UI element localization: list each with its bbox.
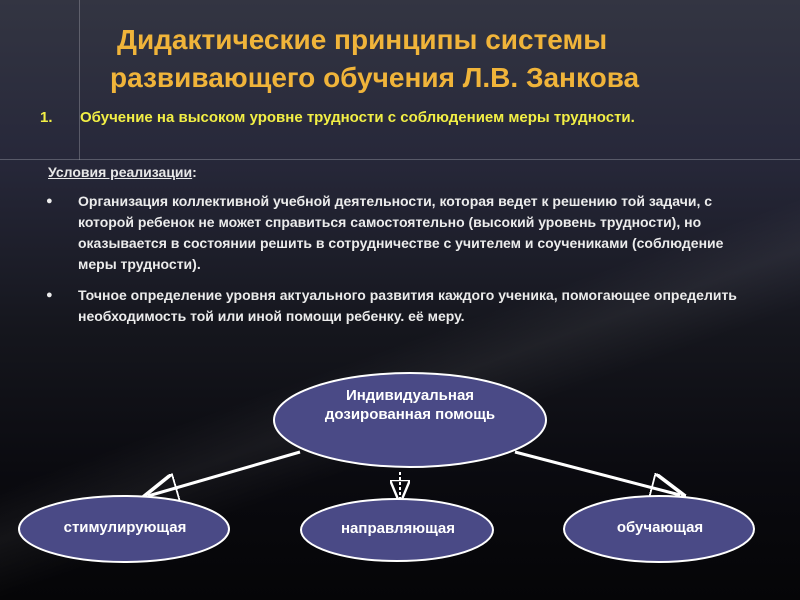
arrow-left bbox=[148, 450, 301, 496]
vertical-divider bbox=[79, 0, 80, 160]
title-line-1: Дидактические принципы системы bbox=[117, 24, 608, 55]
list-item: ● Организация коллективной учебной деяте… bbox=[44, 191, 764, 275]
conditions-colon: : bbox=[192, 164, 197, 180]
middle-oval bbox=[300, 498, 494, 562]
bullet-text: Организация коллективной учебной деятель… bbox=[78, 193, 724, 272]
principle-number: 1. bbox=[40, 109, 53, 126]
arrow-right bbox=[514, 450, 680, 495]
center-oval bbox=[273, 372, 547, 468]
bullet-icon: ● bbox=[46, 195, 53, 207]
bullet-icon: ● bbox=[46, 289, 53, 301]
horizontal-divider bbox=[0, 159, 800, 160]
bullet-list: ● Организация коллективной учебной деяте… bbox=[44, 191, 764, 337]
right-oval bbox=[563, 495, 755, 563]
right-oval-label: обучающая bbox=[616, 519, 704, 536]
list-item: ● Точное определение уровня актуального … bbox=[44, 285, 764, 327]
center-oval-label: Индивидуальная дозированная помощь bbox=[324, 387, 496, 423]
title-line-2: развивающего обучения Л.В. Занкова bbox=[110, 62, 640, 93]
conditions-label: Условия реализации bbox=[48, 164, 193, 180]
middle-oval-label: направляющая bbox=[340, 520, 456, 537]
conditions-heading: Условия реализации: bbox=[48, 163, 197, 181]
bullet-text: Точное определение уровня актуального ра… bbox=[78, 287, 737, 324]
left-oval bbox=[18, 495, 230, 563]
left-oval-label: стимулирующая bbox=[63, 519, 187, 536]
principle-text: Обучение на высоком уровне трудности с с… bbox=[80, 109, 635, 126]
